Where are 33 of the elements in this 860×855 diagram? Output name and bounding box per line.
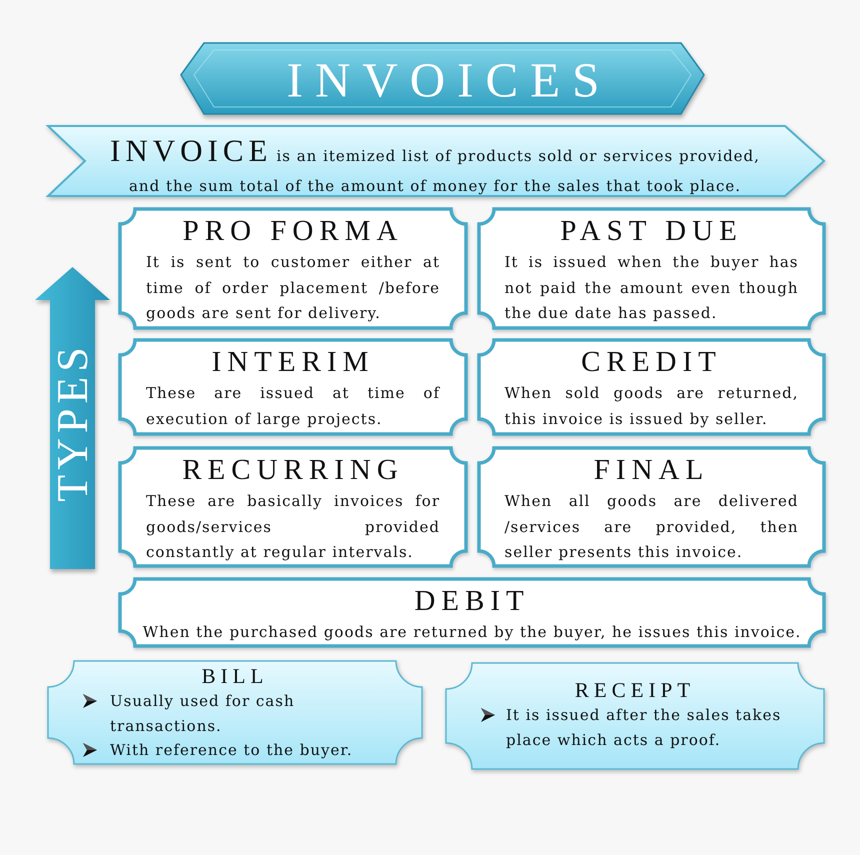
card-heading: BILL	[202, 664, 268, 688]
card-heading: DEBIT	[414, 585, 530, 617]
card-heading: RECEIPT	[574, 678, 696, 702]
card-description: When all goods are delivered /services are provided, then seller presents this invoice.	[504, 491, 798, 563]
type-card	[118, 446, 468, 568]
info-card	[47, 660, 423, 765]
card-description: These are basically invoices for goods/services provided constantly at regular intervals.	[146, 491, 440, 563]
card-heading: CREDIT	[581, 346, 722, 378]
card-description: It is issued when the buyer has not paid the amount even though the due date has passed.	[504, 252, 798, 324]
definition-text: INVOICE is an itemized list of products sold or services provided, and the sum total of the amount of money for the sales that took place.	[109, 136, 761, 197]
card-description: When sold goods are returned, this invoice is issued by seller.	[504, 383, 798, 430]
bullet-text: Usually used for cash transactions.	[110, 691, 296, 736]
definition-banner	[47, 125, 825, 197]
type-card	[118, 338, 468, 436]
type-card	[118, 207, 468, 330]
page-title: INVOICES	[286, 56, 612, 104]
type-card	[118, 577, 826, 648]
type-card	[477, 446, 826, 568]
card-heading: PAST DUE	[560, 215, 743, 247]
bullet-text: It is issued after the sales takes place which acts a proof.	[506, 705, 782, 750]
card-heading: RECURRING	[182, 454, 404, 486]
type-card	[477, 207, 826, 330]
bullet-text: With reference to the buyer.	[110, 740, 353, 761]
card-heading: PRO FORMA	[182, 215, 404, 247]
card-description: These are issued at time of execution of large projects.	[146, 383, 440, 430]
arrow-label: TYPES	[50, 342, 94, 502]
upward-arrow	[35, 267, 110, 569]
card-heading: FINAL	[594, 454, 710, 486]
info-card	[445, 662, 825, 770]
type-card	[477, 338, 826, 436]
card-description: It is sent to customer either at time of order placement /before goods are sent for delivery.	[146, 252, 440, 324]
card-heading: INTERIM	[212, 346, 374, 378]
card-description: When the purchased goods are returned by the buyer, he issues this invoice.	[142, 622, 802, 643]
